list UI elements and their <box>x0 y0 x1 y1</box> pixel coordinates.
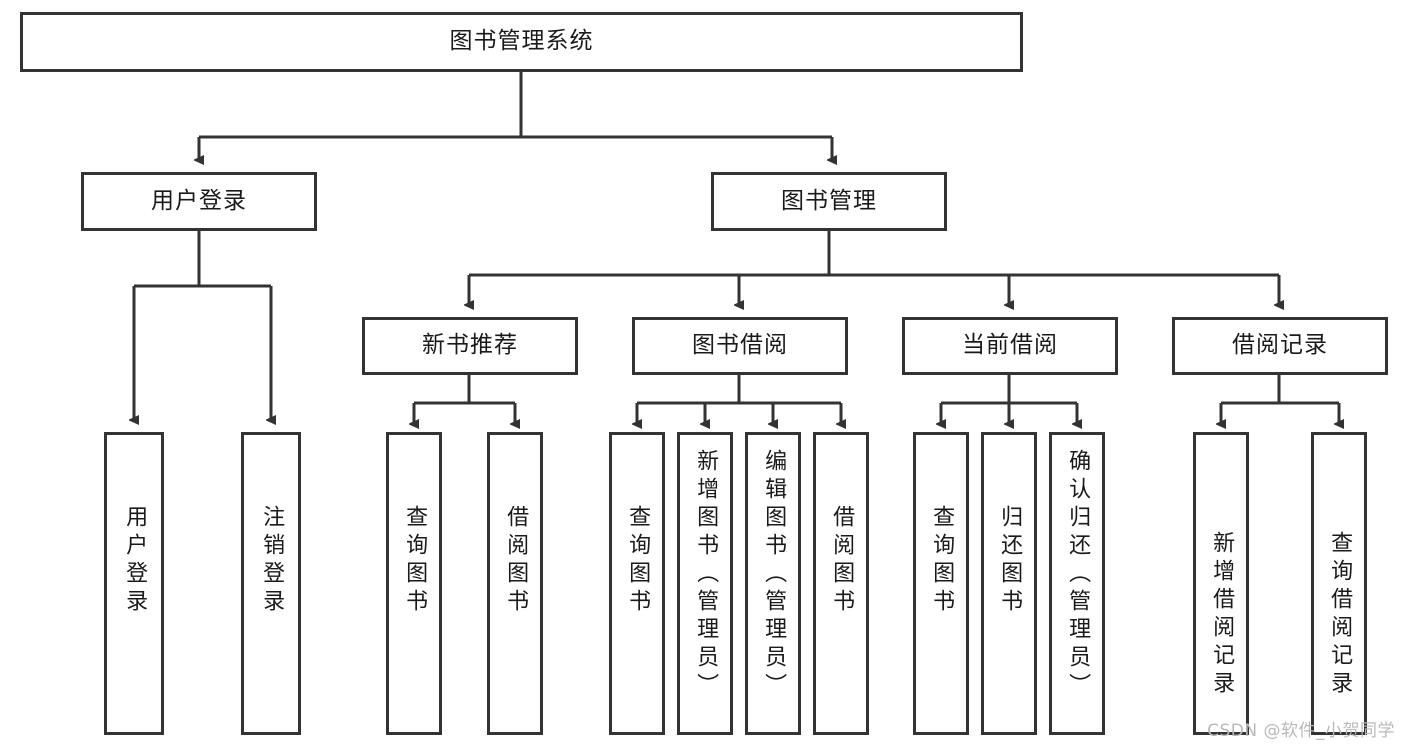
leaf-borrow-record-query[interactable]: 查询借阅记录 <box>1311 432 1367 735</box>
leaf-user-login-signout[interactable]: 注销登录 <box>241 432 301 735</box>
leaf-current-borrow-confirm[interactable]: 确认归还（管理员） <box>1049 432 1105 735</box>
leaf-new-book-borrow[interactable]: 借阅图书 <box>487 432 543 735</box>
node-book-borrow[interactable]: 图书借阅 <box>632 317 848 375</box>
leaf-user-login-signin[interactable]: 用户登录 <box>104 432 164 735</box>
leaf-current-borrow-query[interactable]: 查询图书 <box>913 432 969 735</box>
node-new-book-recommend[interactable]: 新书推荐 <box>362 317 578 375</box>
leaf-book-borrow-query[interactable]: 查询图书 <box>609 432 665 735</box>
leaf-borrow-record-add[interactable]: 新增借阅记录 <box>1193 432 1249 735</box>
leaf-current-borrow-return[interactable]: 归还图书 <box>981 432 1037 735</box>
leaf-new-book-query[interactable]: 查询图书 <box>386 432 442 735</box>
leaf-book-borrow-add[interactable]: 新增图书（管理员） <box>677 432 733 735</box>
node-book-management[interactable]: 图书管理 <box>711 172 947 231</box>
node-root[interactable]: 图书管理系统 <box>20 12 1023 72</box>
watermark-text: CSDN @软件_小贺同学 <box>1207 721 1395 741</box>
node-borrow-record[interactable]: 借阅记录 <box>1172 317 1388 375</box>
node-current-borrow[interactable]: 当前借阅 <box>902 317 1118 375</box>
leaf-book-borrow-edit[interactable]: 编辑图书（管理员） <box>745 432 801 735</box>
leaf-book-borrow-lend[interactable]: 借阅图书 <box>813 432 869 735</box>
node-user-login[interactable]: 用户登录 <box>81 172 317 231</box>
